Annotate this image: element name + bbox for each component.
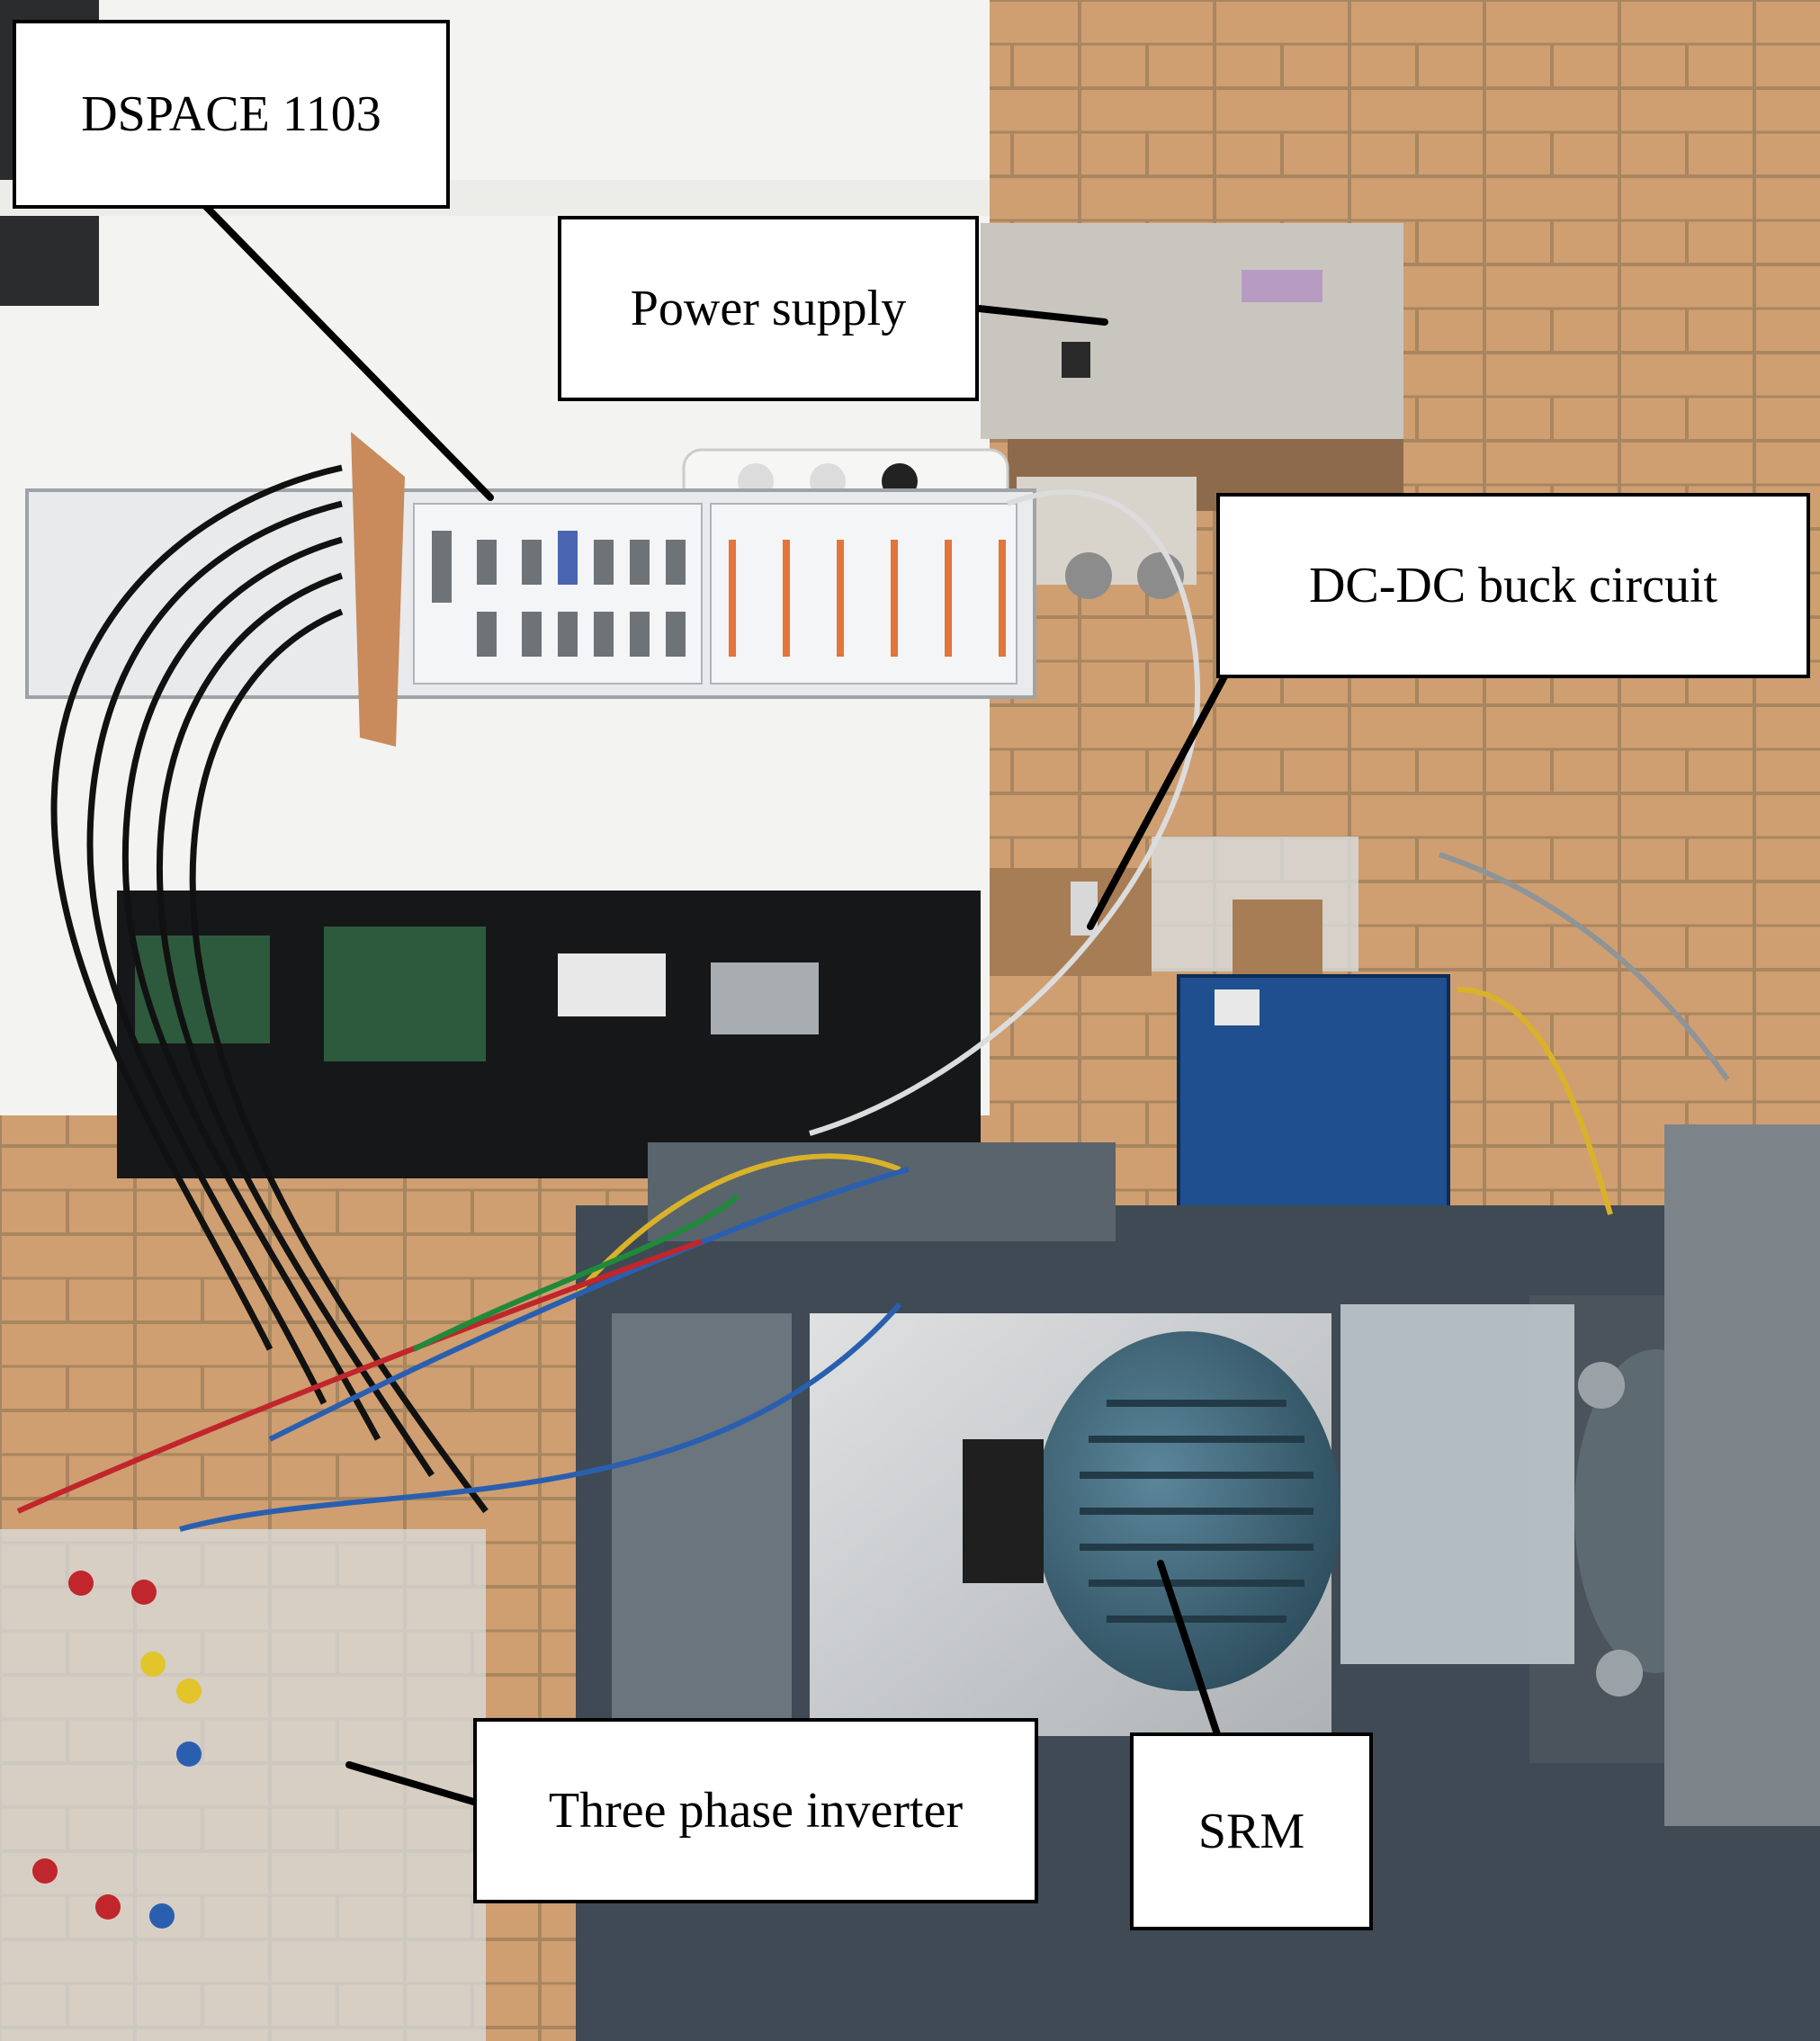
- inverter-label: Three phase inverter: [473, 1718, 1038, 1903]
- dcdc-label-text: DC-DC buck circuit: [1308, 558, 1718, 613]
- dspace-label-text: DSPACE 1103: [81, 86, 381, 142]
- srm-motor: [963, 1331, 1340, 1691]
- dcdc-label: DC-DC buck circuit: [1216, 493, 1810, 678]
- leader-dspace: [176, 176, 494, 501]
- inverter-label-text: Three phase inverter: [548, 1783, 964, 1839]
- srm-label-text: SRM: [1197, 1804, 1305, 1859]
- power-supply-label-text: Power supply: [630, 281, 907, 336]
- leader-srm: [1157, 1560, 1224, 1749]
- power-supply-box: [981, 223, 1403, 439]
- dspace-label: DSPACE 1103: [13, 20, 450, 209]
- srm-label: SRM: [1130, 1732, 1373, 1930]
- power-supply-label: Power supply: [558, 216, 979, 401]
- leader-power-supply: [975, 305, 1108, 326]
